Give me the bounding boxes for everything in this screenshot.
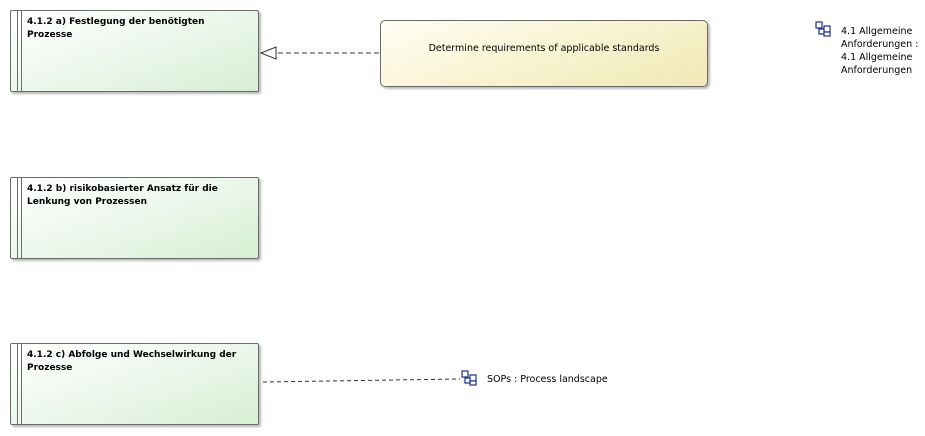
requirement-stripe	[21, 344, 22, 424]
package-reference-sops[interactable]: SOPs : Process landscape	[461, 369, 611, 389]
requirement-title: 4.1.2 a) Festlegung der benötigten Proze…	[27, 17, 205, 40]
requirement-box-4-1-2-a[interactable]: 4.1.2 a) Festlegung der benötigten Proze…	[10, 10, 259, 92]
package-reference-label: 4.1 Allgemeine Anforderungen : 4.1 Allge…	[841, 26, 919, 76]
note-text: Determine requirements of applicable sta…	[428, 43, 660, 54]
package-reference-label: SOPs : Process landscape	[487, 374, 608, 385]
requirement-stripe	[21, 178, 22, 258]
requirement-stripe	[17, 344, 18, 424]
requirement-title: 4.1.2 c) Abfolge und Wechselwirkung der …	[27, 350, 237, 373]
requirement-box-4-1-2-c[interactable]: 4.1.2 c) Abfolge und Wechselwirkung der …	[10, 343, 259, 425]
package-reference-icon	[815, 21, 831, 37]
requirement-stripe	[21, 11, 22, 91]
requirement-stripe	[17, 11, 18, 91]
note-box[interactable]: Determine requirements of applicable sta…	[380, 20, 708, 87]
package-reference-icon	[461, 370, 477, 386]
dependency-connector-line[interactable]	[262, 378, 461, 383]
requirement-stripe	[17, 178, 18, 258]
realization-arrowhead	[259, 46, 277, 60]
requirement-title: 4.1.2 b) risikobasierter Ansatz für die …	[27, 184, 218, 207]
package-reference-allgemeine[interactable]: 4.1 Allgemeine Anforderungen : 4.1 Allge…	[815, 20, 923, 80]
requirement-box-4-1-2-b[interactable]: 4.1.2 b) risikobasierter Ansatz für die …	[10, 177, 259, 259]
